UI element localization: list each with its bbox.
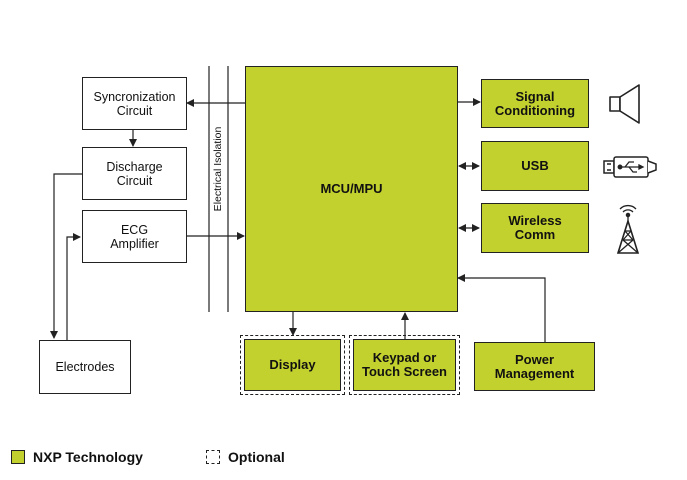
- power-management-label: Power Management: [494, 351, 575, 381]
- wireless-comm-block: Wireless Comm: [481, 203, 589, 253]
- legend-nxp-swatch: [11, 450, 25, 464]
- keypad-optional-frame: [349, 335, 460, 395]
- usb-plug-icon: [603, 156, 657, 178]
- antenna-tower-icon: [616, 204, 640, 254]
- display-block: Display: [244, 339, 341, 391]
- mcu-mpu-block: MCU/MPU: [245, 66, 458, 312]
- speaker-icon: [609, 84, 640, 124]
- electrical-isolation-label: Electrical Isolation: [212, 126, 224, 212]
- discharge-circuit-label: Discharge Circuit: [106, 159, 163, 188]
- ecg-amplifier-block: ECG Amplifier: [82, 210, 187, 263]
- discharge-circuit-block: Discharge Circuit: [82, 147, 187, 200]
- electrodes-label: Electrodes: [55, 360, 115, 374]
- wireless-comm-label: Wireless Comm: [508, 213, 562, 242]
- power-management-block: Power Management: [474, 342, 595, 391]
- power-to-mcu-arrow: [457, 274, 546, 342]
- signal-conditioning-block: Signal Conditioning: [481, 79, 589, 128]
- sync-circuit-label: Syncronization Circuit: [93, 89, 176, 118]
- electrodes-block: Electrodes: [39, 340, 131, 394]
- electrodes-to-ecg-arrow: [66, 233, 81, 340]
- signal-conditioning-label: Signal Conditioning: [494, 88, 576, 118]
- keypad-label: Keypad or Touch Screen: [361, 350, 447, 379]
- mcu-mpu-label: MCU/MPU: [320, 181, 383, 196]
- usb-block: USB: [481, 141, 589, 191]
- display-label: Display: [269, 357, 316, 372]
- discharge-to-electrodes-arrow: [50, 173, 82, 339]
- keypad-block: Keypad or Touch Screen: [353, 339, 456, 391]
- legend-optional: Optional: [206, 449, 285, 465]
- sync-circuit-block: Syncronization Circuit: [82, 77, 187, 130]
- display-optional-frame: [240, 335, 345, 395]
- legend-nxp-label: NXP Technology: [33, 449, 143, 465]
- legend-optional-label: Optional: [228, 449, 285, 465]
- usb-label: USB: [521, 158, 549, 173]
- ecg-amplifier-label: ECG Amplifier: [110, 222, 159, 251]
- legend-nxp-technology: NXP Technology: [11, 449, 143, 465]
- legend-optional-swatch: [206, 450, 220, 464]
